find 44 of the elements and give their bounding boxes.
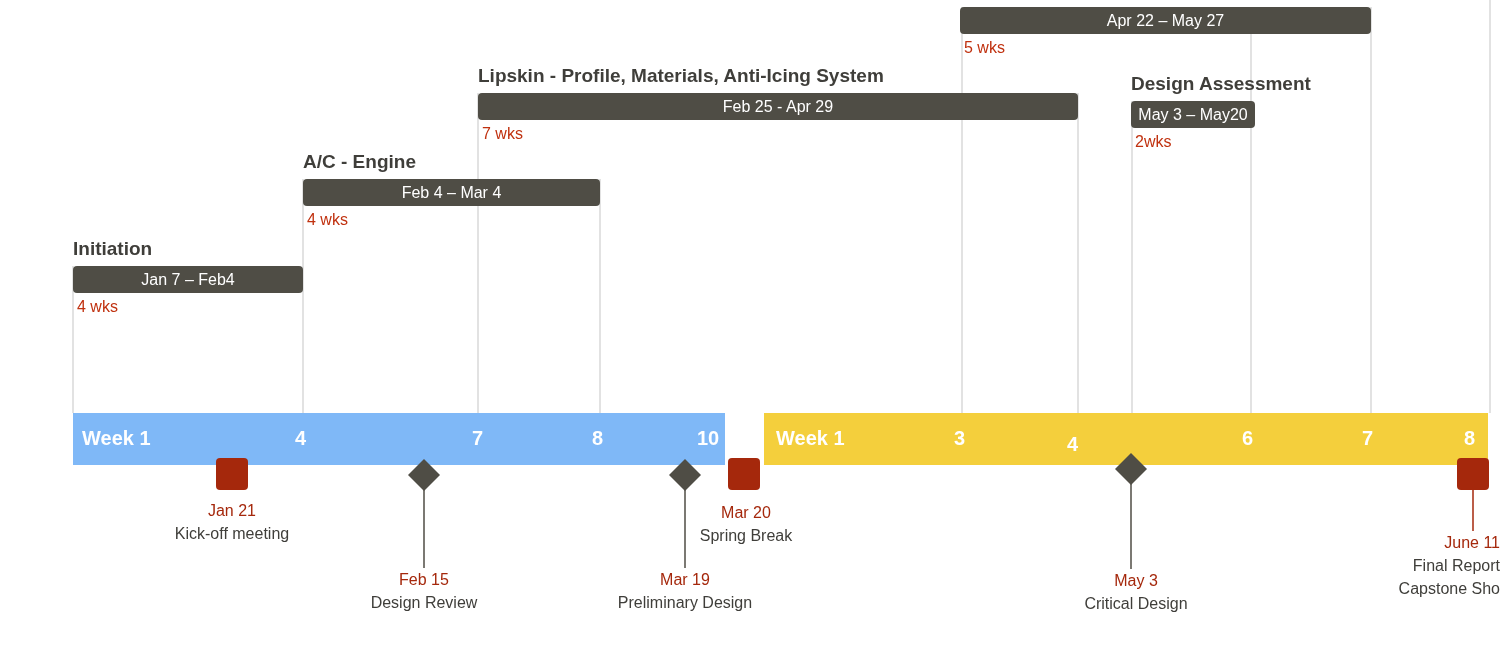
task-title: Lipskin - Profile, Materials, Anti-Icing System (478, 65, 884, 87)
week-label: 8 (1464, 427, 1476, 450)
duration-label: 4 wks (307, 211, 348, 229)
milestone-name: Capstone Sho (1397, 579, 1500, 599)
week-label: 10 (697, 427, 720, 450)
leader-line (1130, 482, 1132, 570)
task-title: Initiation (73, 238, 153, 260)
milestone-date: Jan 21 (206, 501, 257, 521)
week-label: 8 (592, 427, 604, 450)
duration-label: 5 wks (964, 39, 1005, 57)
milestone-date: May 3 (1113, 571, 1159, 591)
week-label: 7 (472, 427, 484, 450)
week-label: 4 (1067, 433, 1079, 456)
task-bar: Feb 4 – Mar 4 (303, 179, 600, 206)
task-bar: May 3 – May20 (1131, 101, 1255, 128)
timeline-bar (764, 413, 1488, 465)
milestone-name: Spring Break (698, 526, 794, 546)
week-label: 3 (954, 427, 966, 450)
milestone-date: Feb 15 (398, 570, 450, 590)
milestone-name: Preliminary Design (616, 593, 754, 613)
duration-label: 7 wks (482, 125, 523, 143)
milestone-name: Final Report (1411, 556, 1500, 576)
task-bar: Feb 25 - Apr 29 (478, 93, 1078, 120)
milestone-name: Design Review (369, 593, 479, 613)
milestone-date: Mar 20 (720, 503, 772, 523)
leader-line (423, 488, 425, 569)
week-label: 7 (1362, 427, 1374, 450)
task-title: A/C - Engine (303, 151, 416, 173)
milestone-date: Mar 19 (659, 570, 711, 590)
week-label: 6 (1242, 427, 1254, 450)
milestone-name: Critical Design (1083, 594, 1189, 614)
task-bar: Jan 7 – Feb4 (73, 266, 303, 293)
week-label: 4 (295, 427, 307, 450)
leader-line (1472, 489, 1474, 532)
task-title: Design Assessment (1131, 73, 1311, 95)
duration-label: 2wks (1135, 133, 1172, 151)
timeline-bar (73, 413, 725, 465)
duration-label: 4 wks (77, 298, 118, 316)
week-label: Week 1 (82, 427, 151, 450)
milestone-name: Kick-off meeting (173, 524, 291, 544)
week-label: Week 1 (776, 427, 845, 450)
leader-line (684, 488, 686, 569)
task-bar: Apr 22 – May 27 (960, 7, 1371, 34)
milestone-date: June 11 (1443, 533, 1500, 553)
